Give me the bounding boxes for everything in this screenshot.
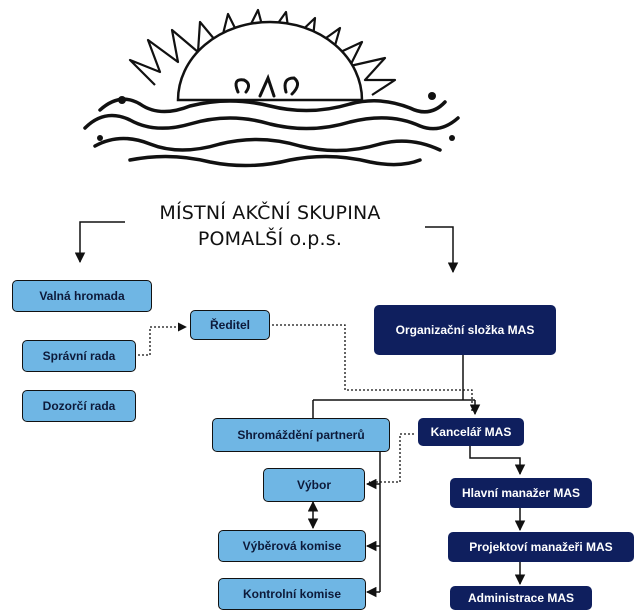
- box-vybor: Výbor: [263, 468, 365, 502]
- box-kancelar: Kancelář MAS: [418, 418, 524, 446]
- sun-disc: [176, 20, 364, 102]
- box-label: Výbor: [296, 478, 331, 492]
- waves: [83, 97, 460, 168]
- box-organizacni-slozka: Organizační složka MAS: [374, 305, 556, 355]
- box-label: Shromáždění partnerů: [237, 428, 365, 442]
- box-vyberova-komise: Výběrová komise: [218, 530, 366, 562]
- box-label: Kancelář MAS: [430, 425, 512, 439]
- box-label: Správní rada: [42, 349, 116, 363]
- reditel-to-org: [272, 324, 473, 412]
- box-label: Kontrolní komise: [242, 587, 341, 601]
- box-label: Valná hromada: [39, 289, 125, 303]
- box-shromazdeni-partneru: Shromáždění partnerů: [212, 418, 390, 452]
- box-label: Administrace MAS: [467, 591, 575, 605]
- title-right-connector: [425, 226, 459, 274]
- box-dozorci-rada: Dozorčí rada: [22, 390, 136, 422]
- box-hlavni-manazer: Hlavní manažer MAS: [450, 478, 592, 508]
- title-line-2: POMALŠÍ o.p.s.: [197, 228, 343, 250]
- box-kontrolni-komise: Kontrolní komise: [218, 578, 366, 610]
- kancelar-to-vybor: [369, 433, 414, 483]
- sun-over-waves-logo-icon: [83, 8, 460, 168]
- box-label: Ředitel: [209, 318, 250, 332]
- box-label: Hlavní manažer MAS: [461, 486, 581, 500]
- title-left-connector: [74, 221, 125, 264]
- title-line-1: MÍSTNÍ AKČNÍ SKUPINA: [159, 202, 381, 224]
- box-administrace: Administrace MAS: [450, 586, 592, 610]
- box-label: Organizační složka MAS: [395, 323, 535, 337]
- box-label: Dozorčí rada: [42, 399, 116, 413]
- box-label: Projektoví manažeři MAS: [469, 540, 613, 554]
- kancelar-to-hlavni: [469, 445, 526, 476]
- box-valna-hromada: Valná hromada: [12, 280, 152, 312]
- sun-face-icon: [234, 73, 299, 98]
- spravni-to-reditel: [138, 322, 187, 356]
- organization-title: MÍSTNÍ AKČNÍ SKUPINA POMALŠÍ o.p.s.: [120, 200, 420, 252]
- box-spravni-rada: Správní rada: [22, 340, 136, 372]
- box-label: Výběrová komise: [242, 539, 342, 553]
- box-projektovi-manazeri: Projektoví manažeři MAS: [448, 532, 634, 562]
- box-reditel: Ředitel: [190, 310, 270, 340]
